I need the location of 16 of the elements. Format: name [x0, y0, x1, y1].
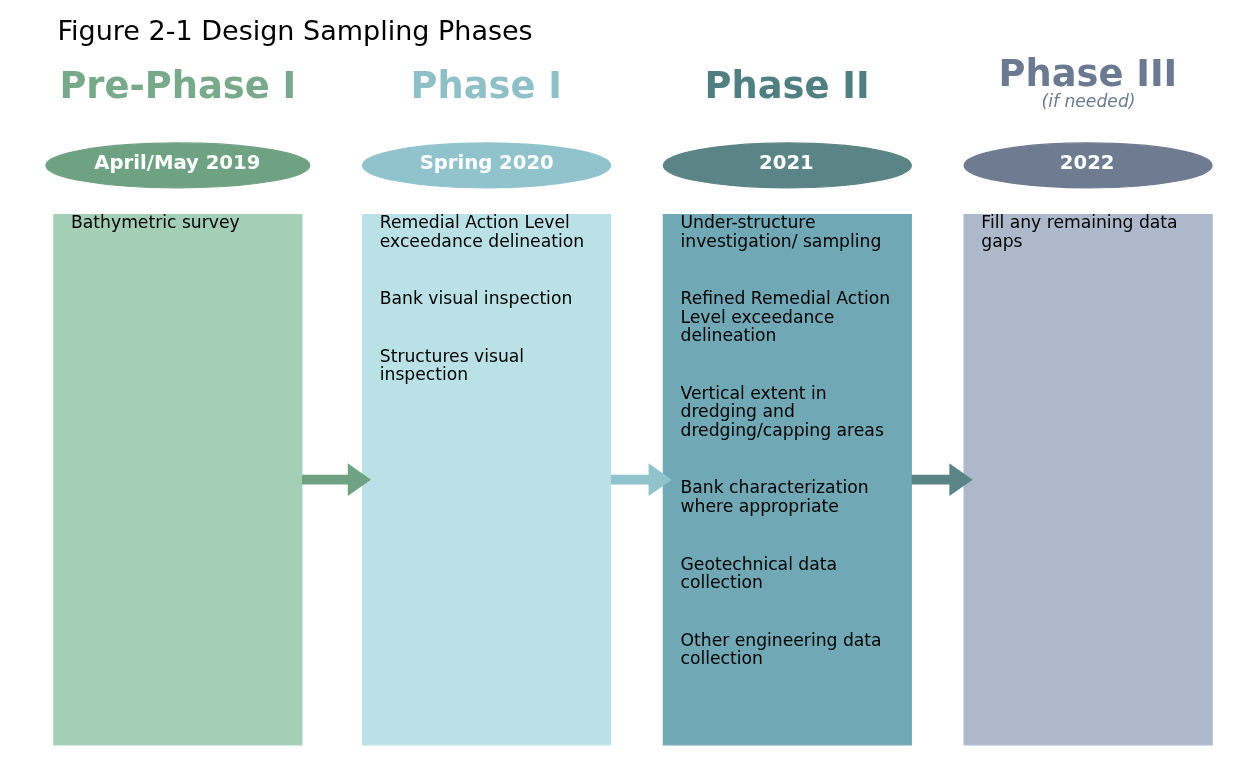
- node-ellipse: 2021: [662, 142, 912, 189]
- node-label: (if needed): [1040, 90, 1136, 111]
- arrow: [911, 463, 973, 496]
- node-label: Phase I: [409, 64, 562, 108]
- diagram-title: Figure 2-1 Design Sampling Phases: [57, 14, 533, 46]
- node-ellipse: 2022: [963, 142, 1213, 189]
- node-ellipse: April/May 2019: [44, 142, 310, 189]
- node-ellipse: Spring 2020: [361, 142, 611, 189]
- node-box: Bathymetric survey: [52, 213, 302, 746]
- node-box: Under-structure investigation/ sampling Refined Remedial Action Level exceedance delineation Vertical extent in dredging and dredging/capping areas Bank characterization where appropriate Geotechnical data collection Other engineering data collection: [662, 213, 912, 746]
- node-box: Fill any remaining data gaps: [963, 213, 1213, 746]
- arrow: [610, 463, 672, 496]
- node-box: Remedial Action Level exceedance delineation Bank visual inspection Structures visual inspection: [361, 213, 611, 746]
- arrow: [301, 463, 371, 496]
- node-label: Phase II: [703, 64, 870, 108]
- node-label: Pre-Phase I: [58, 64, 296, 108]
